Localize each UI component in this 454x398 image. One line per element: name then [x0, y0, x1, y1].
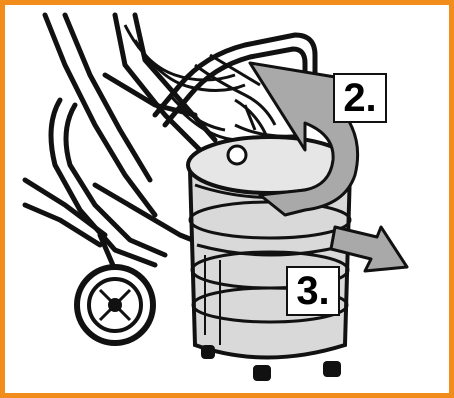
cart-wheel	[77, 267, 153, 343]
collection-tank	[188, 125, 352, 381]
step-2-label: 2.	[333, 73, 387, 123]
step-3-label: 3.	[286, 266, 340, 316]
vacuum-cart-illustration	[5, 5, 449, 393]
